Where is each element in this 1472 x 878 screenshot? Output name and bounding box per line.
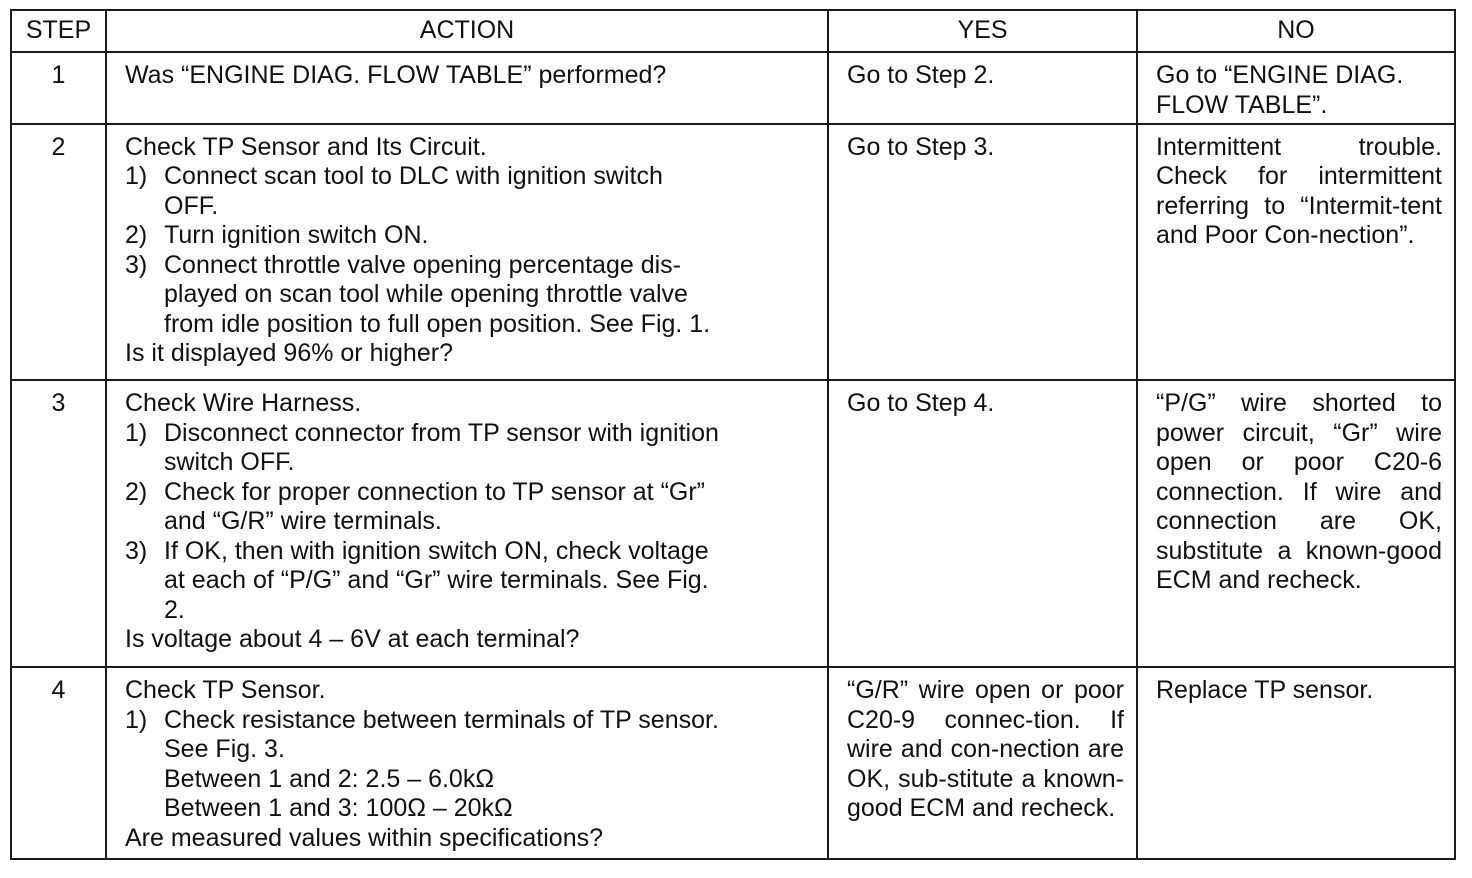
substep-line: If OK, then with ignition switch ON, che…	[164, 536, 709, 565]
header-row: STEP ACTION YES NO	[10, 9, 1456, 53]
action-question: Is it displayed 96% or higher?	[125, 339, 453, 368]
substep-number: 1)	[125, 418, 148, 447]
action-cell: Check TP Sensor and Its Circuit. 1) Conn…	[105, 122, 829, 382]
substep-line: Connect scan tool to DLC with ignition s…	[164, 162, 663, 191]
substep-line: Check for proper connection to TP sensor…	[164, 477, 705, 506]
table-row: 1 Was “ENGINE DIAG. FLOW TABLE” performe…	[10, 51, 1456, 125]
action-substep: 2) Check for proper connection to TP sen…	[125, 478, 817, 508]
action-substep: 3) Connect throttle valve opening percen…	[125, 251, 817, 281]
yes-cell: Go to Step 2.	[827, 51, 1138, 125]
action-title: Was “ENGINE DIAG. FLOW TABLE” performed?	[125, 61, 667, 89]
step-number: 4	[10, 666, 107, 860]
substep-line: Disconnect connector from TP sensor with…	[164, 418, 719, 447]
yes-cell: Go to Step 3.	[827, 122, 1138, 382]
substep-number: 2)	[125, 221, 148, 250]
substep-number: 3)	[125, 250, 148, 279]
substep-line: Between 1 and 2: 2.5 – 6.0kΩ	[164, 764, 495, 793]
table-row: 2 Check TP Sensor and Its Circuit. 1) Co…	[10, 122, 1456, 382]
yes-cell: “G/R” wire open or poor C20-9 connec-tio…	[827, 666, 1138, 860]
substep-line: and “G/R” wire terminals.	[164, 507, 442, 536]
substep-line: 2.	[164, 595, 185, 624]
action-substep: 2) Turn ignition switch ON.	[125, 221, 817, 251]
substep-line: OFF.	[164, 191, 219, 220]
table-row: 3 Check Wire Harness. 1) Disconnect conn…	[10, 379, 1456, 669]
action-substep: 3) If OK, then with ignition switch ON, …	[125, 537, 817, 567]
action-question: Are measured values within specification…	[125, 823, 604, 852]
action-cell: Was “ENGINE DIAG. FLOW TABLE” performed?	[105, 51, 829, 125]
substep-line: Check resistance between terminals of TP…	[164, 705, 719, 734]
action-title: Check TP Sensor.	[125, 676, 326, 705]
header-yes: YES	[827, 9, 1138, 53]
yes-cell: Go to Step 4.	[827, 379, 1138, 669]
table-row: 4 Check TP Sensor. 1) Check resistance b…	[10, 666, 1456, 860]
action-cell: Check Wire Harness. 1) Disconnect connec…	[105, 379, 829, 669]
header-no: NO	[1136, 9, 1456, 53]
substep-line: Connect throttle valve opening percentag…	[164, 250, 681, 279]
action-substep: 1) Disconnect connector from TP sensor w…	[125, 419, 817, 449]
substep-number: 1)	[125, 705, 148, 734]
substep-line: Turn ignition switch ON.	[164, 221, 429, 250]
action-title: Check TP Sensor and Its Circuit.	[125, 132, 487, 161]
step-number: 3	[10, 379, 107, 669]
no-cell: Intermittent trouble. Check for intermit…	[1136, 122, 1456, 382]
substep-line: at each of “P/G” and “Gr” wire terminals…	[164, 566, 709, 595]
substep-line: See Fig. 3.	[164, 735, 285, 764]
no-cell: Go to “ENGINE DIAG. FLOW TABLE”.	[1136, 51, 1456, 125]
action-substep: 1) Check resistance between terminals of…	[125, 706, 817, 736]
action-substep: 1) Connect scan tool to DLC with ignitio…	[125, 162, 817, 192]
action-question: Is voltage about 4 – 6V at each terminal…	[125, 625, 580, 654]
action-cell: Check TP Sensor. 1) Check resistance bet…	[105, 666, 829, 860]
diagnostic-flow-table: STEP ACTION YES NO 1 Was “ENGINE DIAG. F…	[10, 9, 1456, 860]
step-number: 2	[10, 122, 107, 382]
substep-number: 3)	[125, 536, 148, 565]
substep-line: from idle position to full open position…	[164, 309, 711, 338]
substep-line: played on scan tool while opening thrott…	[164, 280, 688, 309]
no-cell: “P/G” wire shorted to power circuit, “Gr…	[1136, 379, 1456, 669]
action-title: Check Wire Harness.	[125, 389, 362, 418]
substep-number: 1)	[125, 162, 148, 191]
header-action: ACTION	[105, 9, 829, 53]
substep-number: 2)	[125, 477, 148, 506]
substep-line: switch OFF.	[164, 448, 295, 477]
step-number: 1	[10, 51, 107, 125]
substep-line: Between 1 and 3: 100Ω – 20kΩ	[164, 794, 513, 823]
header-step: STEP	[10, 9, 107, 53]
no-cell: Replace TP sensor.	[1136, 666, 1456, 860]
